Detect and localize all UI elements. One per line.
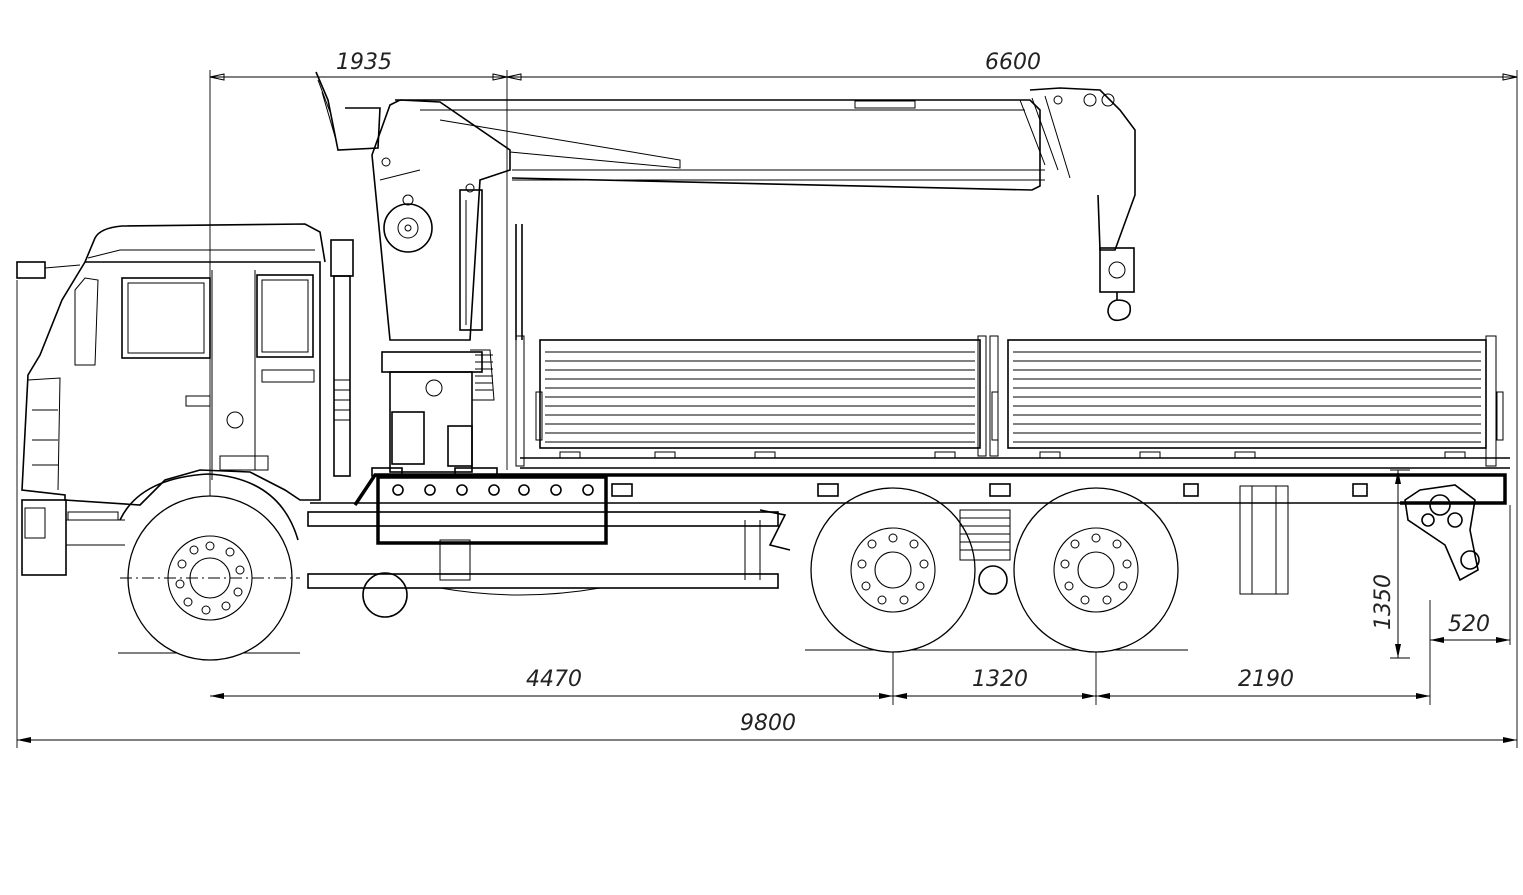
dim-crane-reach: 6600 [985,50,1041,75]
dim-platform-height: 1350 [1371,574,1396,630]
dim-rear-hitch-offset: 520 [1448,612,1490,637]
chassis-frame [307,473,1507,618]
rear-wheel-1 [810,487,976,653]
tandem-suspension [959,485,1289,595]
rear-wheel-2 [1013,487,1179,653]
cargo-platform [515,335,1510,469]
truck-cab [16,223,326,576]
dimension-lines [16,70,1518,748]
dim-crane-front-offset: 1935 [336,50,392,75]
exhaust-stack [330,239,354,477]
dim-wheelbase-front: 4470 [526,667,582,692]
dim-overall-length: 9800 [740,711,796,736]
front-wheel [120,495,300,661]
rear-towing-hitch [1404,484,1480,582]
dim-rear-overhang: 2190 [1238,667,1294,692]
dim-tandem-spacing: 1320 [972,667,1028,692]
loader-crane [315,71,1136,477]
